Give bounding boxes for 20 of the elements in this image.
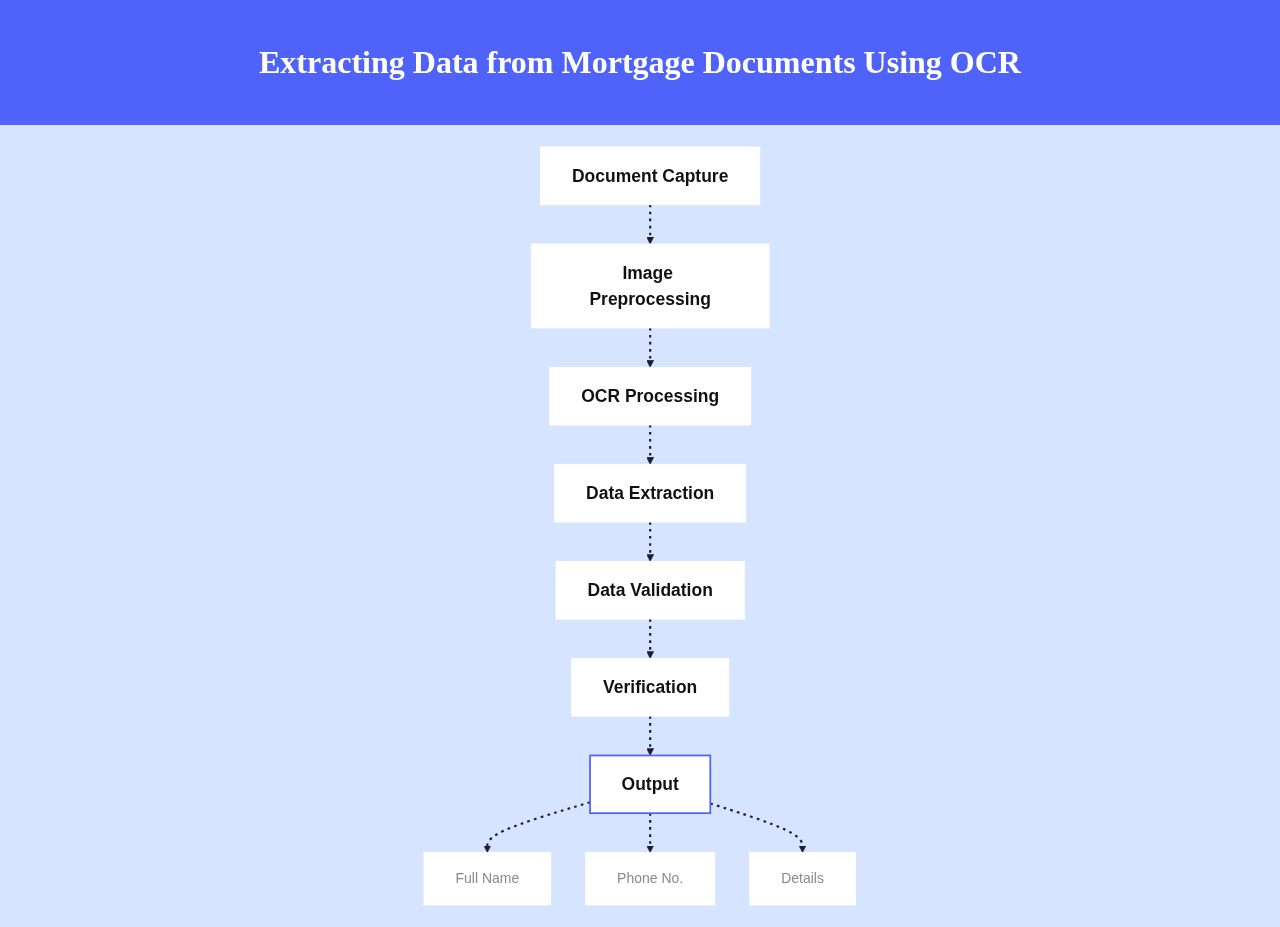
title: Extracting Data from Mortgage Documents Using OCR xyxy=(259,44,1021,81)
node-box: Image Preprocessing xyxy=(531,243,770,329)
node-box: Phone No. xyxy=(585,852,716,906)
node-box: Output xyxy=(589,754,712,815)
arrow xyxy=(646,813,655,853)
node-box: Details xyxy=(749,852,857,906)
node-box: Data Extraction xyxy=(554,463,747,523)
arrow xyxy=(646,619,655,659)
arrow xyxy=(710,802,807,853)
arrow xyxy=(646,204,655,245)
arrow xyxy=(646,522,655,562)
arrow xyxy=(646,425,655,465)
arrow xyxy=(483,801,591,853)
node-box: Full Name xyxy=(423,852,552,906)
arrow xyxy=(646,716,655,756)
arrow xyxy=(646,328,655,368)
node-box: OCR Processing xyxy=(549,366,752,426)
node-box: Data Validation xyxy=(555,560,746,620)
node-box: Document Capture xyxy=(540,146,761,206)
node-box: Verification xyxy=(571,658,730,717)
